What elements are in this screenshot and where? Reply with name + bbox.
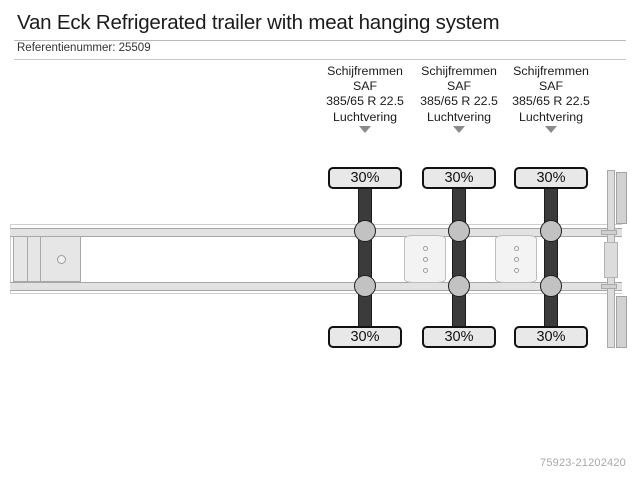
axle-beam-2 (452, 176, 466, 340)
rear-mudguard-bottom (616, 296, 627, 348)
wheel-hub-icon (448, 220, 470, 242)
tread-badge-axle1-right[interactable]: 30% (328, 326, 402, 348)
wheel-hub-icon (354, 220, 376, 242)
hanger-hole (513, 257, 519, 262)
hanger-hole (513, 246, 519, 251)
title-divider (14, 40, 626, 41)
rear-mudguard-top (616, 172, 627, 224)
tread-badge-axle3-left[interactable]: 30% (514, 167, 588, 189)
axle-spec-3: Schijfremmen SAF 385/65 R 22.5 Luchtveri… (503, 64, 599, 133)
hanger-hole (422, 257, 428, 262)
hanger-hole (422, 268, 428, 273)
suspension-hanger-icon (495, 235, 537, 283)
rear-stub-top (601, 230, 617, 235)
axle-3-make: SAF (538, 79, 564, 94)
axle-2-tyre-size: 385/65 R 22.5 (420, 94, 498, 109)
reference-number: Referentienummer: 25509 (17, 42, 151, 54)
axle-2-suspension: Luchtvering (426, 109, 492, 124)
chassis-front-edge (10, 224, 11, 294)
wheel-hub-icon (540, 220, 562, 242)
chassis-rail-bottom (10, 282, 622, 291)
kingpin-circle-icon (57, 255, 66, 264)
axle-1-make: SAF (352, 79, 378, 94)
wheel-hub-icon (354, 275, 376, 297)
rear-stub-bottom (601, 284, 617, 289)
chassis-rail-top (10, 228, 622, 237)
axle-beam-3 (544, 176, 558, 340)
wheel-hub-icon (540, 275, 562, 297)
triangle-down-icon (359, 125, 371, 133)
axle-1-suspension: Luchtvering (332, 109, 398, 124)
image-id-watermark: 75923-21202420 (540, 457, 626, 469)
axle-beam-1 (358, 176, 372, 340)
axle-3-suspension: Luchtvering (518, 109, 584, 124)
axle-2-brake-type: Schijfremmen (421, 64, 497, 78)
chassis-outline-top (10, 224, 622, 225)
axle-spec-1: Schijfremmen SAF 385/65 R 22.5 Luchtveri… (317, 64, 413, 133)
chassis-outline-bottom (10, 293, 622, 294)
axle-3-brake-type: Schijfremmen (513, 64, 589, 78)
tread-badge-axle3-right[interactable]: 30% (514, 326, 588, 348)
axle-1-tyre-size: 385/65 R 22.5 (326, 94, 404, 109)
tread-badge-axle1-left[interactable]: 30% (328, 167, 402, 189)
rear-centre-block (604, 242, 618, 278)
page-title: Van Eck Refrigerated trailer with meat h… (17, 11, 500, 34)
wheel-hub-icon (448, 275, 470, 297)
header-divider (14, 59, 626, 60)
tread-badge-axle2-left[interactable]: 30% (422, 167, 496, 189)
axle-1-brake-type: Schijfremmen (327, 64, 403, 78)
hanger-hole (422, 246, 428, 251)
tread-badge-axle2-right[interactable]: 30% (422, 326, 496, 348)
front-plate (13, 236, 81, 282)
triangle-down-icon (453, 125, 465, 133)
axle-spec-2: Schijfremmen SAF 385/65 R 22.5 Luchtveri… (411, 64, 507, 133)
front-plate-divider-2 (40, 236, 41, 282)
axle-2-make: SAF (446, 79, 472, 94)
hanger-hole (513, 268, 519, 273)
triangle-down-icon (545, 125, 557, 133)
axle-specifications: Schijfremmen SAF 385/65 R 22.5 Luchtveri… (0, 64, 640, 150)
suspension-hanger-icon (404, 235, 446, 283)
front-plate-divider-1 (27, 236, 28, 282)
axle-3-tyre-size: 385/65 R 22.5 (512, 94, 590, 109)
